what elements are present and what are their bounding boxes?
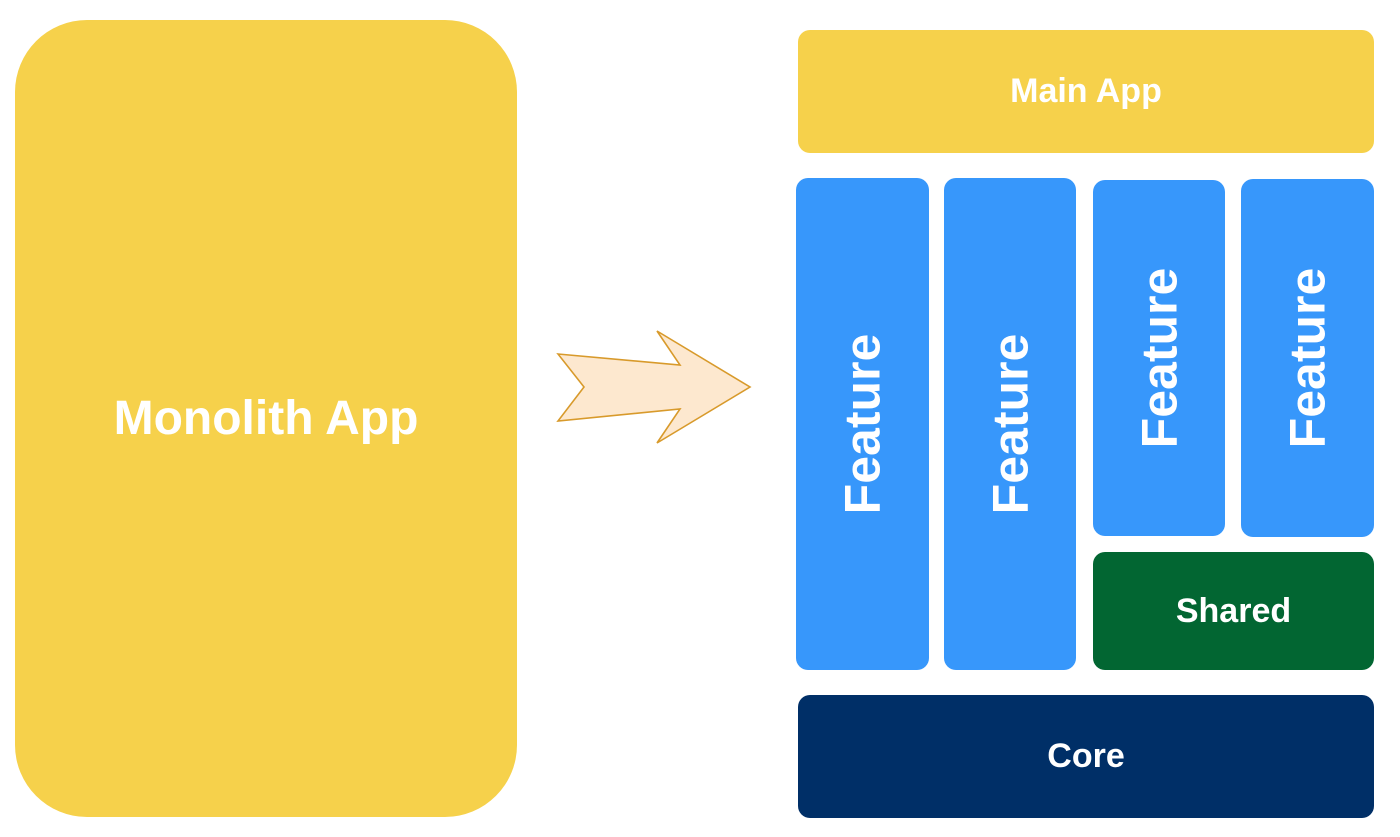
main-app-label: Main App	[1010, 72, 1162, 110]
core-block: Core	[798, 695, 1374, 818]
main-app-block: Main App	[798, 30, 1374, 153]
monolith-app-label: Monolith App	[113, 392, 419, 445]
feature-block-1: Feature	[796, 178, 929, 670]
monolith-app-block: Monolith App	[15, 20, 517, 817]
feature-block-3: Feature	[1093, 180, 1225, 536]
feature-block-4: Feature	[1241, 179, 1374, 537]
feature-block-2: Feature	[944, 178, 1076, 670]
arrow-shape	[556, 330, 752, 444]
core-label: Core	[1047, 737, 1125, 775]
feature-label: Feature	[1131, 267, 1187, 449]
feature-label: Feature	[834, 333, 891, 515]
right-arrow-icon	[556, 330, 752, 444]
shared-label: Shared	[1175, 591, 1292, 630]
feature-label: Feature	[982, 333, 1038, 515]
feature-label: Feature	[1279, 267, 1336, 449]
shared-block: Shared	[1093, 552, 1374, 670]
